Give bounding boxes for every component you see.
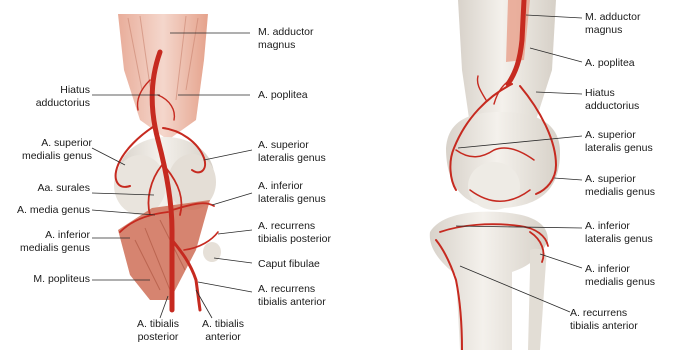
label-hiatus-adductorius-right: Hiatus adductorius (585, 87, 639, 112)
label-inferior-lateralis-genus-left: A. inferior lateralis genus (258, 180, 326, 205)
fibular-head-left (203, 242, 221, 262)
label-poplitea-left: A. poplitea (258, 89, 308, 102)
label-hiatus-adductorius-left: Hiatus adductorius (18, 84, 90, 109)
fibula-right (528, 249, 546, 350)
left-knee-posterior (92, 14, 252, 318)
label-caput-fibulae-left: Caput fibulae (258, 258, 320, 271)
medial-condyle-left (114, 155, 166, 215)
patella-right (468, 162, 520, 210)
femur-shaft-right (458, 0, 556, 125)
right-knee-anterior (430, 0, 582, 350)
label-adductor-magnus-left: M. adductor magnus (258, 26, 313, 51)
label-adductor-magnus-right: M. adductor magnus (585, 11, 640, 36)
label-superior-lateralis-genus-left: A. superior lateralis genus (258, 139, 326, 164)
label-media-genus-left: A. media genus (0, 204, 90, 217)
label-surales-left: Aa. surales (10, 182, 90, 195)
label-recurrens-tibialis-posterior-left: A. recurrens tibialis posterior (258, 220, 331, 245)
label-recurrens-tibialis-anterior-right: A. recurrens tibialis anterior (570, 307, 638, 332)
label-superior-medialis-genus-right: A. superior medialis genus (585, 173, 655, 198)
label-recurrens-tibialis-anterior-left: A. recurrens tibialis anterior (258, 283, 326, 308)
label-tibialis-anterior-left: A. tibialis anterior (188, 318, 258, 343)
label-tibialis-posterior-left: A. tibialis posterior (118, 318, 198, 343)
label-superior-medialis-genus-left: A. superior medialis genus (0, 137, 92, 162)
label-superior-lateralis-genus-right: A. superior lateralis genus (585, 129, 653, 154)
label-poplitea-right: A. poplitea (585, 57, 635, 70)
label-inferior-lateralis-genus-right: A. inferior lateralis genus (585, 220, 653, 245)
label-popliteus-left: M. popliteus (0, 273, 90, 286)
label-inferior-medialis-genus-right: A. inferior medialis genus (585, 263, 655, 288)
label-inferior-medialis-genus-left: A. inferior medialis genus (0, 229, 90, 254)
